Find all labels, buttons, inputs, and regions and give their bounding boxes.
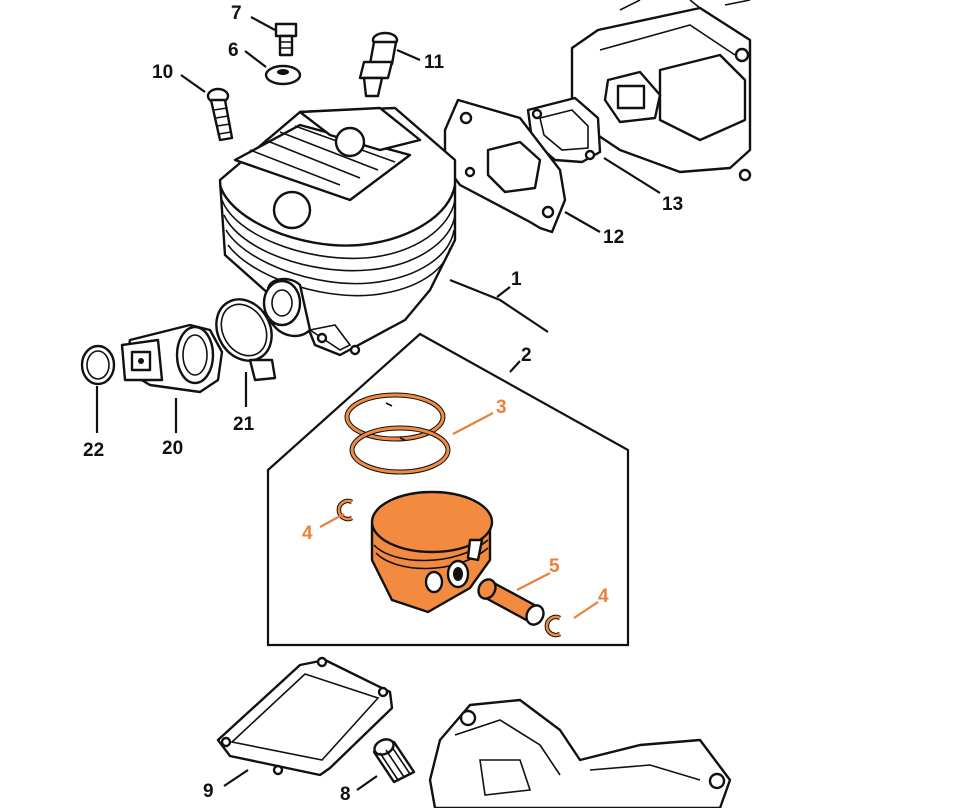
label-9: 9 [203, 781, 214, 802]
circlip-4-right[interactable] [544, 614, 562, 638]
cylinder-1[interactable] [218, 106, 457, 357]
leader-lines [95, 16, 661, 791]
circlip-4-left[interactable] [336, 498, 354, 522]
screw-10[interactable] [206, 87, 234, 142]
label-10: 10 [152, 62, 173, 83]
label-7: 7 [231, 3, 242, 24]
label-4-left: 4 [302, 523, 313, 544]
gasket-13[interactable] [526, 96, 602, 164]
label-5: 5 [549, 556, 560, 577]
label-8: 8 [340, 784, 351, 805]
label-3: 3 [496, 397, 507, 418]
label-11: 11 [424, 52, 445, 73]
label-2: 2 [521, 345, 532, 366]
ring-22[interactable] [80, 344, 116, 386]
label-21: 21 [233, 414, 255, 435]
decompression-valve-11[interactable] [358, 31, 399, 98]
label-6: 6 [228, 40, 239, 61]
piston-rings-3[interactable] [344, 392, 451, 475]
needle-cage-8[interactable] [372, 736, 416, 784]
intake-manifold-20[interactable] [120, 323, 224, 394]
label-22: 22 [83, 440, 104, 461]
label-4-right: 4 [598, 586, 609, 607]
screw-7[interactable] [274, 22, 298, 57]
piston[interactable] [370, 490, 494, 614]
piston-pin-5[interactable] [475, 576, 547, 627]
crankcase[interactable] [428, 698, 732, 808]
hose-clamp-21[interactable] [205, 289, 282, 382]
gasket-9[interactable] [216, 656, 394, 777]
label-12: 12 [603, 227, 624, 248]
label-13: 13 [662, 194, 683, 215]
piston-kit-frame-2 [266, 332, 630, 647]
washer-6[interactable] [264, 64, 302, 86]
label-1: 1 [511, 269, 522, 290]
label-20: 20 [162, 438, 183, 459]
muffler[interactable] [570, 0, 752, 182]
